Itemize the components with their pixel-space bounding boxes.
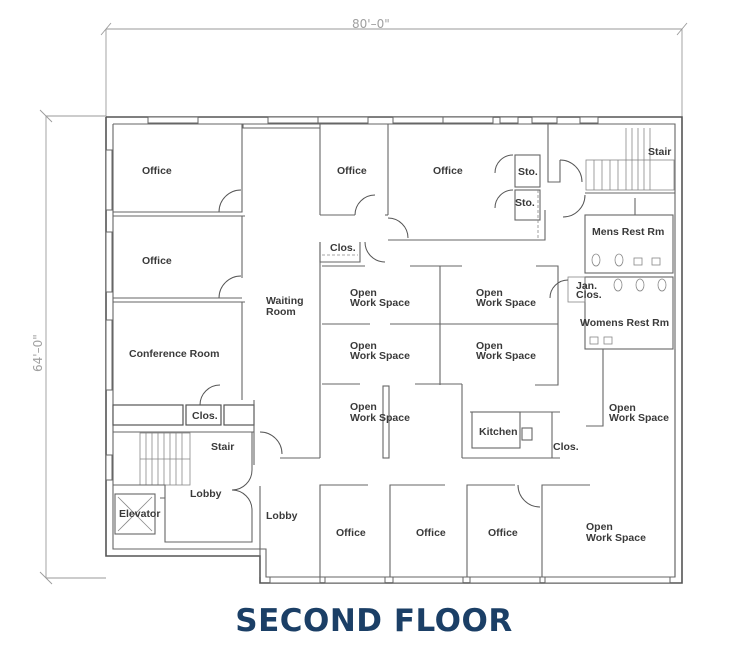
room-label-open-work-space: Open <box>586 521 613 533</box>
room-label-waiting-room: Waiting <box>266 295 304 307</box>
room-label-janitor-closet: Jan. <box>576 280 597 292</box>
room-label-stair: Stair <box>211 441 234 453</box>
room-label-stair: Stair <box>648 146 671 158</box>
room-label-elevator: Elevator <box>119 508 160 520</box>
room-label-office: Office <box>488 527 518 539</box>
room-label-waiting-room-2: Room <box>266 306 296 318</box>
room-label-mens-restroom: Mens Rest Rm <box>592 226 664 238</box>
room-label-open-work-space: Open <box>476 287 503 299</box>
room-label-open-work-space: Open <box>609 402 636 414</box>
room-label-closet: Clos. <box>553 441 579 453</box>
room-label-open-work-space-2: Work Space <box>476 297 536 309</box>
room-label-open-work-space-2: Work Space <box>350 297 410 309</box>
exterior-walls <box>105 116 683 584</box>
room-label-open-work-space-2: Work Space <box>350 412 410 424</box>
room-label-janitor-closet-2: Clos. <box>576 289 602 301</box>
room-label-womens-restroom: Womens Rest Rm <box>580 317 669 329</box>
room-label-lobby-center: Lobby <box>266 510 298 522</box>
room-label-kitchen: Kitchen <box>479 426 518 438</box>
room-label-storage: Sto. <box>515 197 535 209</box>
room-label-lobby: Lobby <box>190 488 222 500</box>
floor-title: SECOND FLOOR <box>235 603 513 639</box>
room-label-closet: Clos. <box>330 242 356 254</box>
room-label-office: Office <box>142 165 172 177</box>
room-label-open-work-space-2: Work Space <box>609 412 669 424</box>
width-dimension-label: 80'–0" <box>352 17 390 31</box>
room-label-open-work-space-2: Work Space <box>476 350 536 362</box>
room-label-conference-room: Conference Room <box>129 348 219 360</box>
room-label-closet: Clos. <box>192 410 218 422</box>
room-label-office: Office <box>416 527 446 539</box>
room-labels: Office Office Conference Room Clos. Stai… <box>119 146 671 544</box>
room-label-office: Office <box>336 527 366 539</box>
room-label-office: Office <box>433 165 463 177</box>
dimension-height: 64'–0" <box>31 109 106 585</box>
room-label-open-work-space: Open <box>350 340 377 352</box>
door-swings <box>199 154 586 511</box>
room-label-open-work-space: Open <box>476 340 503 352</box>
room-label-open-work-space: Open <box>350 287 377 299</box>
room-label-office: Office <box>142 255 172 267</box>
interior-walls <box>112 124 676 577</box>
room-label-open-work-space-2: Work Space <box>586 532 646 544</box>
room-label-office: Office <box>337 165 367 177</box>
room-label-open-work-space-2: Work Space <box>350 350 410 362</box>
room-label-open-work-space: Open <box>350 401 377 413</box>
room-label-storage: Sto. <box>518 166 538 178</box>
height-dimension-label: 64'–0" <box>31 334 45 372</box>
dimension-width: 80'–0" <box>100 17 688 117</box>
